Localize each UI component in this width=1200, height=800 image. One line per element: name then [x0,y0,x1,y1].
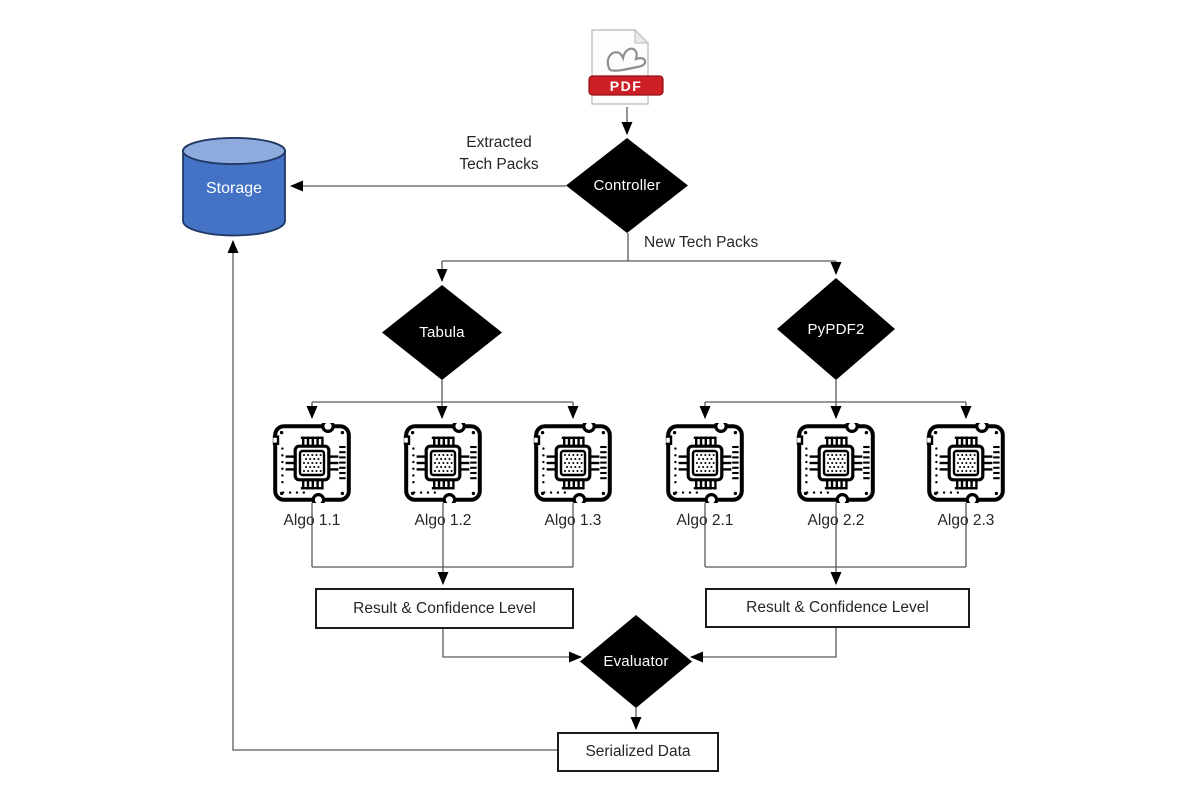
edge-label-new-tech-packs: New Tech Packs [644,234,759,251]
algo-2-3-chip-icon [926,423,1005,503]
edge-label-extracted-tech-packs: Extracted Tech Packs [459,134,539,173]
result-confidence-left-box: Result & Confidence Level [315,588,574,629]
algo-1-1-chip-icon [272,423,351,503]
algo-1-2-label: Algo 1.2 [414,512,472,529]
edge-result-left-to-evaluator [442,625,582,663]
pdf-file-icon [588,28,664,105]
algo-1-2-chip-icon [403,423,482,503]
connector-lines [227,107,972,751]
edge-serialized-to-storage [227,240,557,751]
storage-cylinder-icon [182,137,286,237]
algo-1-3-label: Algo 1.3 [544,512,602,529]
algo-2-1-chip-icon [665,423,744,503]
evaluator-label: Evaluator [603,653,669,670]
algo-1-1-label: Algo 1.1 [283,512,341,529]
controller-label: Controller [593,177,661,194]
serialized-data-box: Serialized Data [557,732,719,772]
edge-result-right-to-evaluator [690,624,837,663]
algo-1-3-chip-icon [533,423,612,503]
acrobat-swirl [606,47,647,72]
pdf-banner-label: PDF [609,77,643,94]
algo-2-1-label: Algo 2.1 [676,512,734,529]
algo-2-2-chip-icon [796,423,875,503]
algo-2-3-label: Algo 2.3 [937,512,995,529]
result-confidence-right-box: Result & Confidence Level [705,588,970,628]
algo-2-2-label: Algo 2.2 [807,512,865,529]
storage-node-label: Storage [205,180,263,197]
pypdf2-label: PyPDF2 [807,320,865,338]
tabula-label: Tabula [419,324,465,341]
